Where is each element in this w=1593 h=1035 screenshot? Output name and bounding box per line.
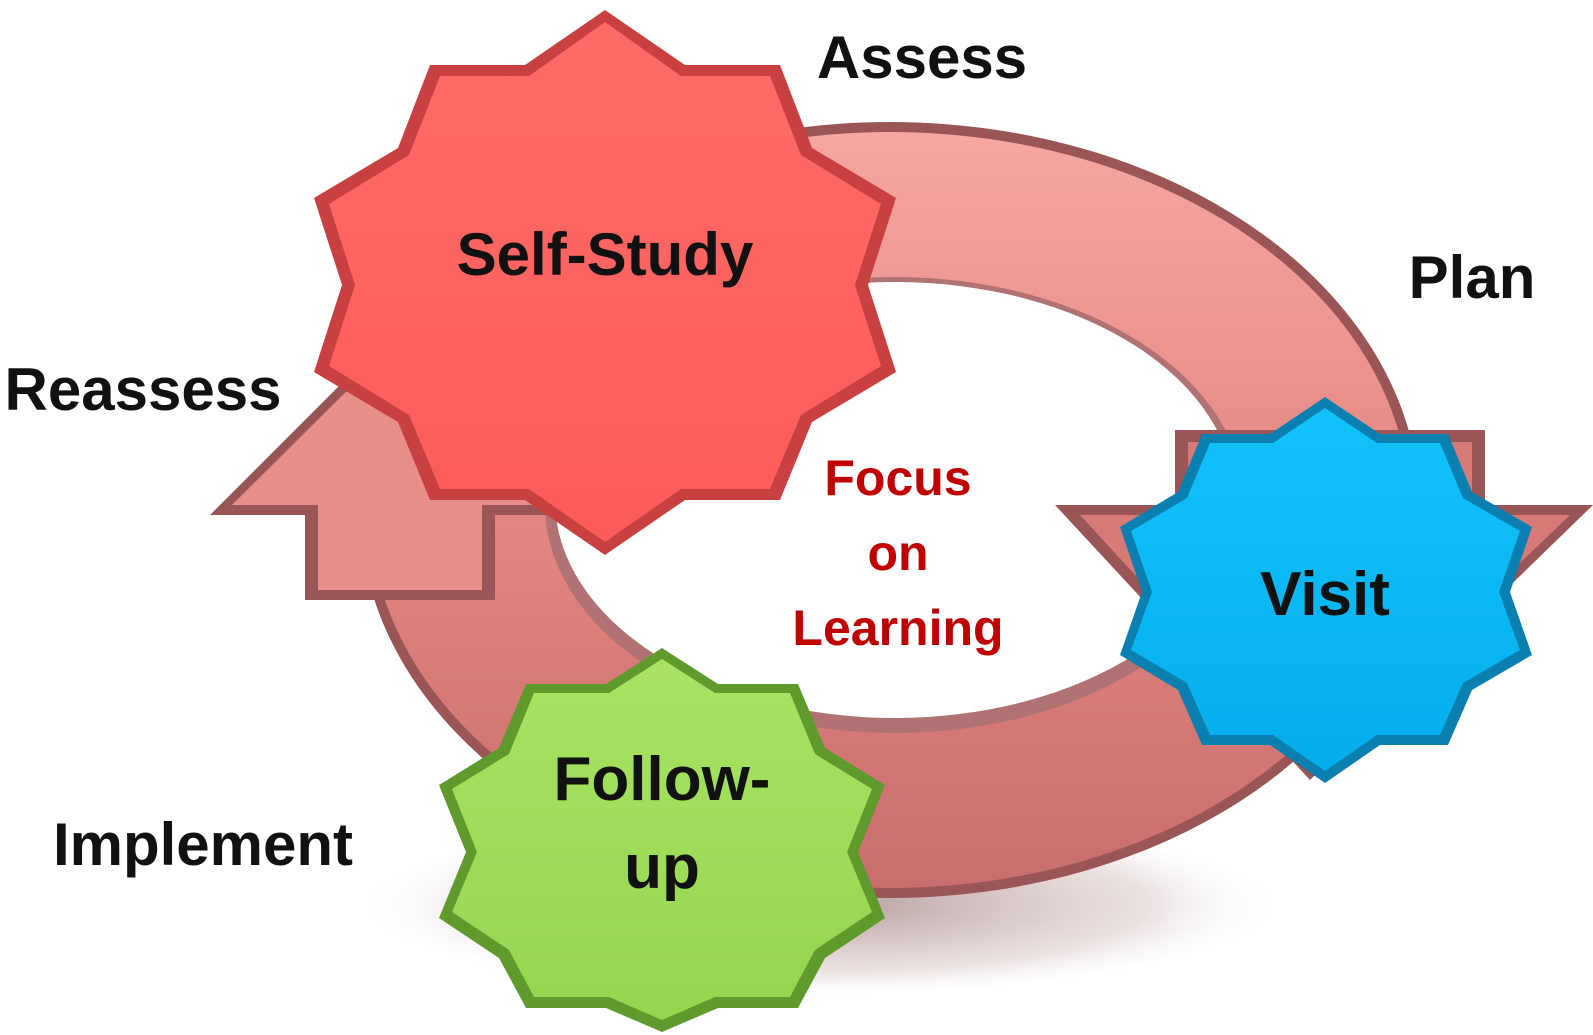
stage-label-assess: Assess xyxy=(817,24,1027,91)
stage-label-reassess: Reassess xyxy=(5,356,282,423)
center-label-line3: Learning xyxy=(792,600,1003,656)
self-study-label: Self-Study xyxy=(457,221,754,288)
follow-up-shape xyxy=(452,659,872,1020)
arrowhead-left-fill xyxy=(232,338,568,590)
visit-shape xyxy=(1131,408,1520,771)
visit-label: Visit xyxy=(1260,560,1390,629)
visit-node: Visit xyxy=(1120,397,1532,783)
self-study-node: Self-Study xyxy=(314,10,896,555)
stage-label-implement: Implement xyxy=(53,811,353,878)
follow-up-label-line1: Follow- xyxy=(554,745,771,814)
center-label-line2: on xyxy=(867,525,928,581)
follow-up-label-line2: up xyxy=(624,833,700,902)
center-label-line1: Focus xyxy=(824,450,971,506)
center-focus: Focus on Learning xyxy=(792,450,1003,656)
stage-label-plan: Plan xyxy=(1409,244,1536,311)
self-study-shape xyxy=(329,22,881,542)
follow-up-node: Follow- up xyxy=(439,648,885,1032)
